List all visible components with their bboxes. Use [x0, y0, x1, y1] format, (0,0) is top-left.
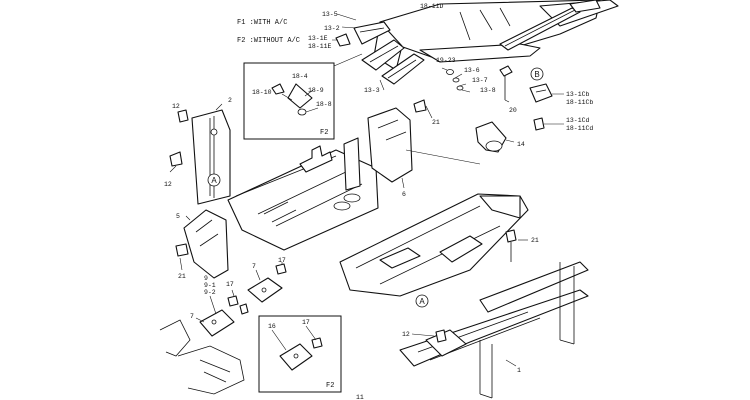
duct-piece-13-2 — [353, 21, 391, 45]
bolt-12c — [435, 329, 447, 343]
label-18-10: 18-10 — [252, 89, 272, 96]
bolt-21c — [505, 229, 517, 262]
label-9-2: 9-2 — [204, 289, 216, 296]
hose-14 — [475, 121, 507, 153]
label-5: 5 — [176, 213, 180, 220]
leader-lines-frame1 — [411, 333, 517, 367]
label-19-23: 19-23 — [436, 57, 456, 64]
label-13-7: 13-7 — [472, 77, 488, 84]
frame-f2-upper: F2 — [243, 62, 335, 140]
leader-lines-plate7b — [195, 289, 235, 323]
ref-circle-a-center: A — [415, 294, 429, 308]
plate-7-lower — [199, 295, 249, 337]
lower-left-assembly — [159, 319, 245, 395]
leader-lines-plate7a — [255, 262, 283, 281]
label-9: 9 — [204, 275, 208, 282]
label-12-a: 12 — [172, 103, 180, 110]
leader-lines-b — [544, 93, 564, 125]
label-7-a: 7 — [252, 263, 256, 270]
label-13-6: 13-6 — [464, 67, 480, 74]
svg-text:B: B — [534, 70, 539, 79]
svg-text:F2: F2 — [320, 129, 328, 137]
base-floor-assembly — [339, 193, 529, 297]
svg-text:A: A — [419, 297, 425, 306]
panel-5 — [183, 209, 229, 279]
ref-circle-a-left: A — [207, 173, 221, 187]
label-18-9: 18-9 — [308, 87, 324, 94]
label-18-11E: 18-11E — [308, 43, 332, 50]
floor-plate-assembly — [227, 137, 379, 251]
label-20: 20 — [509, 107, 517, 114]
leader-lines-left — [169, 103, 223, 173]
legend-f1: F1 :WITH A/C — [237, 19, 287, 27]
label-12-c: 12 — [402, 331, 410, 338]
label-11: 11 — [356, 394, 364, 400]
legend-f2: F2 :WITHOUT A/C — [237, 37, 300, 45]
label-9-1: 9-1 — [204, 282, 216, 289]
label-18-11Cb: 18-11Cb — [566, 99, 593, 106]
label-13-2: 13-2 — [324, 25, 340, 32]
bolt-12a — [177, 109, 189, 123]
leader-lines-small-parts — [441, 67, 510, 103]
svg-text:A: A — [211, 176, 217, 185]
bracket-13-1Cb — [529, 83, 553, 103]
label-18-8: 18-8 — [316, 101, 332, 108]
leader-lines-top — [332, 13, 385, 91]
label-16: 16 — [268, 323, 276, 330]
duct-cover-assembly — [373, 0, 619, 71]
small-parts-group — [446, 65, 513, 100]
label-1: 1 — [517, 367, 521, 374]
bolt-13-1Cd — [533, 117, 545, 131]
label-17-b: 17 — [226, 281, 234, 288]
panel-6 — [367, 107, 413, 183]
label-18-11D: 18-11D — [420, 3, 444, 10]
label-18-11Cd: 18-11Cd — [566, 125, 593, 132]
bolt-21b — [175, 243, 189, 257]
label-17-a: 17 — [278, 257, 286, 264]
label-21-b: 21 — [178, 273, 186, 280]
clip-13-1E — [335, 33, 351, 47]
plate-7-upper — [247, 263, 287, 303]
label-21-a: 21 — [432, 119, 440, 126]
label-12-b: 12 — [164, 181, 172, 188]
label-13-1Cb: 13-1Cb — [566, 91, 590, 98]
label-21-c: 21 — [531, 237, 539, 244]
label-2: 2 — [228, 97, 232, 104]
label-13-5: 13-5 — [322, 11, 338, 18]
bolt-12b — [169, 151, 183, 167]
frame-1 — [399, 261, 589, 399]
leader-f2-link — [333, 53, 363, 67]
label-13-1Cd: 13-1Cd — [566, 117, 590, 124]
label-13-3: 13-3 — [364, 87, 380, 94]
leader-14 — [505, 139, 515, 143]
label-17-c: 17 — [302, 319, 310, 326]
label-13-1E: 13-1E — [308, 35, 328, 42]
label-6: 6 — [402, 191, 406, 198]
label-13-8: 13-8 — [480, 87, 496, 94]
bolt-21a — [413, 99, 427, 113]
leader-lines-panel5 — [179, 215, 191, 271]
frame-f2-lower: F2 — [258, 315, 342, 393]
ref-circle-b: B — [530, 67, 544, 81]
label-7-b: 7 — [190, 313, 194, 320]
label-18-4: 18-4 — [292, 73, 308, 80]
panel-2 — [191, 109, 231, 205]
duct-piece-13-3 — [361, 39, 425, 85]
label-14: 14 — [517, 141, 525, 148]
svg-text:F2: F2 — [326, 382, 334, 390]
leader-lines-center — [401, 105, 481, 189]
